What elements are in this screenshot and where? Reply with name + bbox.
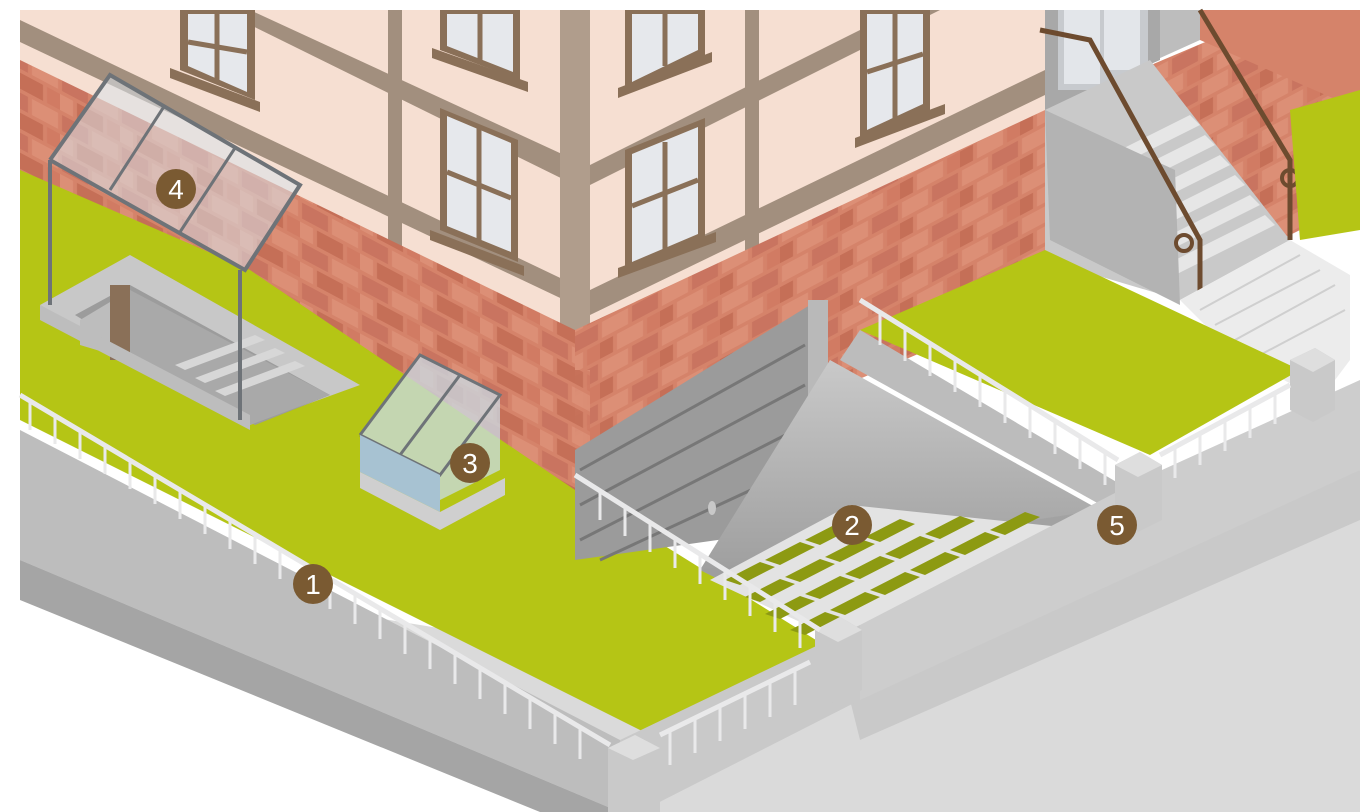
marker-4-label: 4 [168,174,184,205]
marker-3[interactable]: 3 [450,443,490,483]
marker-1[interactable]: 1 [293,564,333,604]
marker-5[interactable]: 5 [1097,505,1137,545]
marker-2-label: 2 [844,510,860,541]
marker-2[interactable]: 2 [832,505,872,545]
lawn-far-right [1290,90,1360,240]
marker-5-label: 5 [1109,510,1125,541]
marker-1-label: 1 [305,569,321,600]
marker-4[interactable]: 4 [156,169,196,209]
marker-3-label: 3 [462,448,478,479]
